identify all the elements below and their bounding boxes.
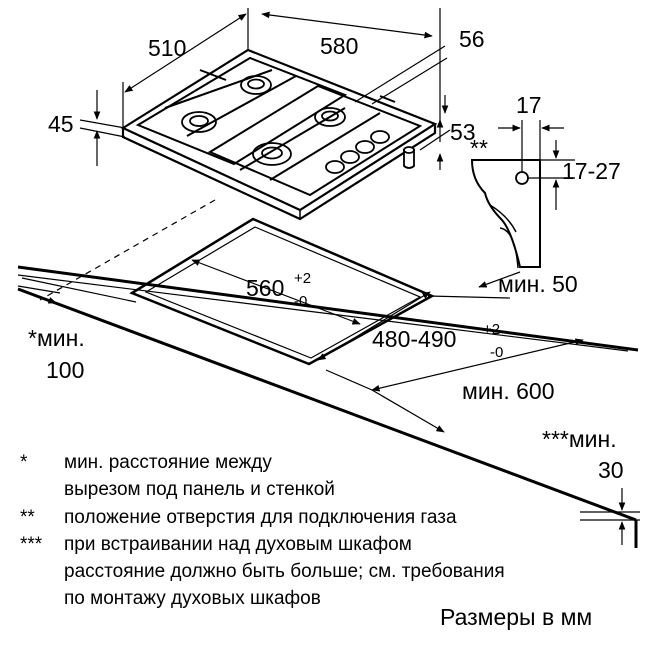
dim-56: 56 (459, 26, 485, 52)
dim-cutout-480-490-minus: -0 (490, 344, 503, 361)
dim-gas-17: 17 (516, 92, 542, 118)
knob-3 (355, 140, 375, 154)
dim-height-45: 45 (48, 111, 74, 137)
note-2-mark: ** (20, 507, 35, 528)
dim-cutout-560-plus: +2 (294, 270, 311, 287)
burner-front-left (181, 111, 217, 133)
dimension-labels: 510 580 56 45 53 17 ** 17-27 560 +2 -0 4… (28, 26, 624, 483)
dim-height-53: 53 (450, 119, 476, 145)
control-knobs (325, 130, 390, 174)
note-3-line-3: по монтажу духовых шкафов (64, 588, 321, 609)
dim-gas-17-27: 17-27 (562, 158, 621, 184)
burner-front-right (252, 142, 292, 166)
note-3-mark: *** (20, 534, 43, 555)
cutout-dimension-lines (17, 259, 640, 545)
dim-depth-580: 580 (320, 33, 358, 59)
knob-2 (340, 150, 360, 164)
dim-min-30-label: ***мин. (542, 426, 617, 452)
dim-width-510: 510 (148, 35, 186, 61)
gas-position-stars: ** (470, 135, 488, 161)
dim-min-30-value: 30 (598, 457, 624, 483)
note-1-line-2: вырезом под панель и стенкой (64, 479, 335, 500)
note-2-line-1: положение отверстия для подключения газа (64, 507, 457, 528)
dim-min-100-value: 100 (46, 357, 84, 383)
units-footer: Размеры в мм (440, 604, 592, 630)
dim-cutout-560-minus: -0 (294, 293, 307, 310)
dim-cutout-480-490: 480-490 (372, 326, 456, 352)
gas-connector (403, 146, 415, 169)
hob-dimension-lines (79, 8, 451, 170)
note-1-mark: * (20, 452, 28, 473)
knob-1 (325, 160, 345, 174)
dim-cutout-560: 560 (246, 275, 284, 301)
burner-rear-right (314, 107, 346, 127)
note-3-line-1: при встраивании над духовым шкафом (64, 534, 412, 555)
dim-min-600: мин. 600 (462, 378, 555, 404)
knob-4 (370, 130, 390, 144)
countertop (17, 265, 639, 548)
gas-connection-detail (470, 120, 575, 269)
dim-min-50: мин. 50 (498, 271, 578, 297)
footnotes: * мин. расстояние между вырезом под пане… (20, 452, 505, 609)
dim-min-100-label: *мин. (28, 325, 85, 351)
dim-cutout-480-490-plus: +2 (483, 321, 500, 338)
hob (120, 48, 438, 221)
note-1-line-1: мин. расстояние между (64, 452, 272, 473)
projection-dashed-line (39, 199, 216, 301)
note-3-line-2: расстояние должно быть больше; см. требо… (64, 561, 505, 582)
